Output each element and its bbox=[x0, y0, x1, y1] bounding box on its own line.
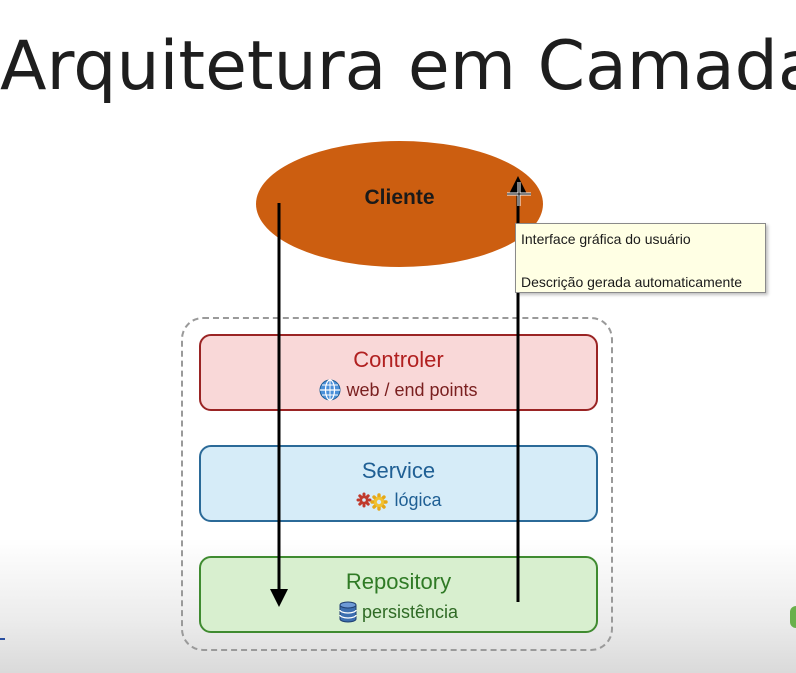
layers-group-border bbox=[181, 317, 613, 651]
layer-controler: Controler web / end points bbox=[199, 334, 598, 411]
database-icon bbox=[339, 601, 357, 623]
layer-service-title: Service bbox=[361, 458, 436, 483]
layer-controler-subtitle: web / end points bbox=[346, 379, 478, 400]
layer-repository-title: Repository bbox=[345, 569, 452, 594]
layer-service-subtitle-row: lógica bbox=[201, 490, 596, 511]
crosshair-cursor-icon bbox=[507, 182, 531, 206]
client-ellipse bbox=[256, 141, 543, 267]
layer-service: Service l bbox=[199, 445, 598, 522]
globe-icon bbox=[319, 379, 341, 401]
layer-repository-subtitle-row: persistência bbox=[201, 601, 596, 623]
tooltip-line-2: Descrição gerada automaticamente bbox=[521, 274, 743, 290]
slide-title: Arquitetura em Camadas bbox=[0, 27, 796, 106]
client-label: Cliente bbox=[364, 186, 435, 209]
layer-repository: Repository persistência bbox=[199, 556, 598, 633]
alt-text-tooltip: Interface gráfica do usuário Descrição g… bbox=[515, 223, 766, 293]
layer-service-subtitle: lógica bbox=[394, 490, 442, 510]
edge-mark bbox=[0, 638, 5, 640]
edge-decoration bbox=[790, 606, 796, 628]
gears-icon bbox=[355, 491, 389, 511]
tooltip-line-1: Interface gráfica do usuário bbox=[521, 231, 691, 247]
layer-controler-title: Controler bbox=[353, 347, 444, 372]
layer-repository-subtitle: persistência bbox=[361, 601, 459, 622]
layer-controler-subtitle-row: web / end points bbox=[201, 379, 596, 401]
